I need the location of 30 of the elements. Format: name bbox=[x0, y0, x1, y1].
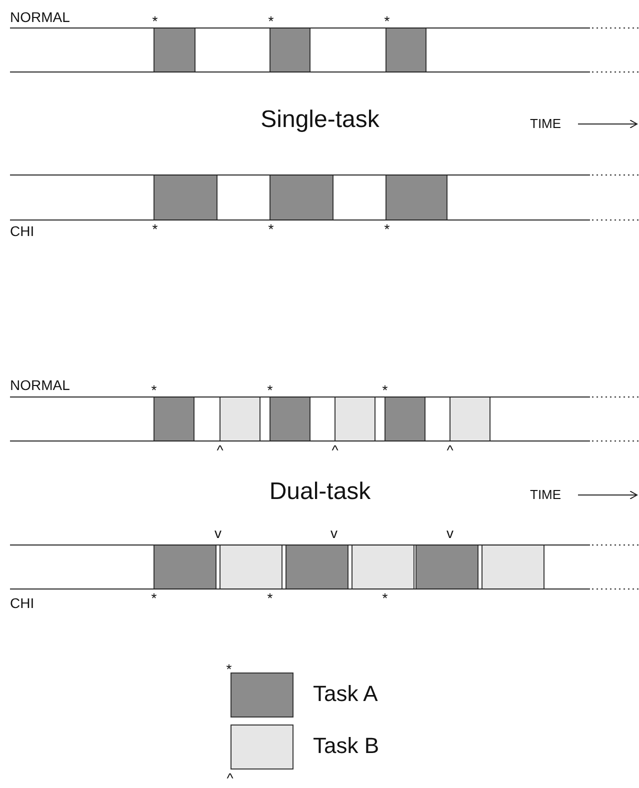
asterisk-mark: * bbox=[151, 591, 157, 605]
axis-label: TIME bbox=[530, 488, 562, 501]
asterisk-mark: * bbox=[151, 383, 157, 397]
asterisk-mark: * bbox=[267, 383, 273, 397]
caret-mark: ^ bbox=[446, 443, 454, 457]
caret-mark: v bbox=[214, 526, 222, 540]
asterisk-mark: * bbox=[382, 591, 388, 605]
caret-mark: v bbox=[330, 526, 338, 540]
caret-mark: v bbox=[446, 526, 454, 540]
asterisk-mark: * bbox=[268, 14, 274, 28]
legend-label: Task B bbox=[313, 735, 380, 757]
caret-mark: ^ bbox=[226, 771, 234, 785]
asterisk-mark: * bbox=[152, 14, 158, 28]
legend-label: Task A bbox=[313, 683, 378, 705]
asterisk-mark: * bbox=[226, 662, 232, 676]
asterisk-mark: * bbox=[384, 222, 390, 236]
row-label: NORMAL bbox=[10, 10, 70, 24]
asterisk-mark: * bbox=[152, 222, 158, 236]
section-heading: Dual-task bbox=[269, 480, 371, 504]
asterisk-mark: * bbox=[268, 222, 274, 236]
caret-mark: ^ bbox=[216, 443, 224, 457]
row-label: CHI bbox=[10, 224, 34, 238]
asterisk-mark: * bbox=[384, 14, 390, 28]
row-label: CHI bbox=[10, 596, 34, 610]
caret-mark: ^ bbox=[332, 443, 338, 457]
asterisk-mark: * bbox=[267, 591, 273, 605]
asterisk-mark: * bbox=[382, 383, 388, 397]
axis-label: TIME bbox=[530, 117, 562, 130]
row-label: NORMAL bbox=[10, 378, 70, 392]
section-heading: Single-task bbox=[260, 108, 380, 132]
